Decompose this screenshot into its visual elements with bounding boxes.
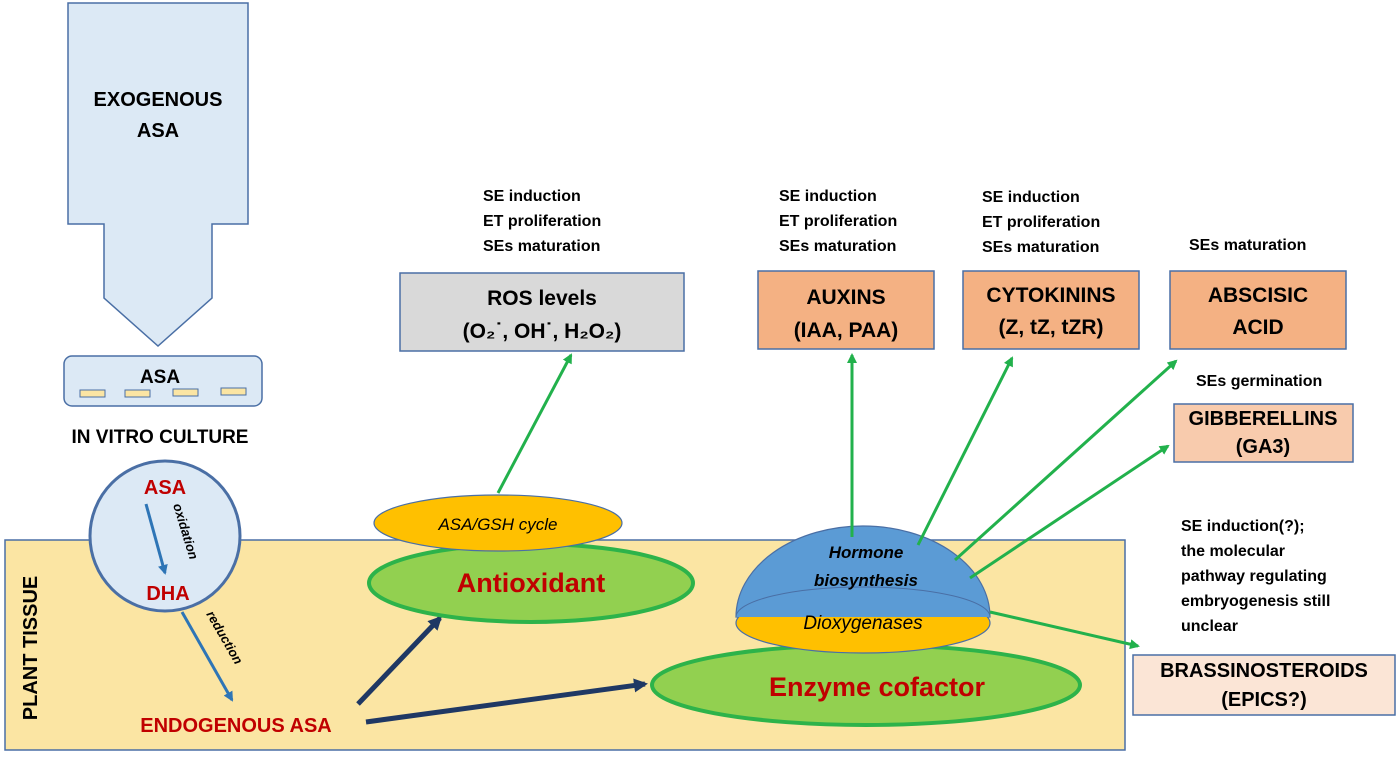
brassinosteroids-box [1132,654,1396,716]
gibberellins-effect: SEs germination [1196,373,1322,390]
ros-effect-3: SEs maturation [483,238,600,255]
cell-circle [88,459,242,613]
explant-1 [79,389,106,398]
explant-2 [124,389,151,398]
cell-dha-label: DHA [146,583,189,605]
culture-dish [63,355,263,407]
enzyme-cofactor-label: Enzyme cofactor [769,672,986,702]
ros-effect-1: SE induction [483,188,581,205]
oxidation-arrow [144,503,168,575]
ros-levels-box [399,272,685,352]
exogenous-asa-arrow [67,2,249,348]
in-vitro-culture-caption: IN VITRO CULTURE [72,427,249,448]
auxins-effect-2: ET proliferation [779,213,897,230]
auxins-sub: (IAA, PAA) [794,319,899,342]
ros-effect-2: ET proliferation [483,213,601,230]
cytokinins-effect-3: SEs maturation [982,239,1099,256]
hormone-dome-lower-edge [735,586,991,618]
brassinosteroids-sub: (EPICS?) [1221,689,1307,711]
asa-gsh-cycle-ellipse [373,494,623,552]
exogenous-label-line2: ASA [137,120,179,142]
asa-gsh-cycle-label: ASA/GSH cycle [437,515,557,534]
cell-asa-label: ASA [144,477,186,499]
green-arrow-to-cytokinins [916,356,1014,546]
auxins-effect-3: SEs maturation [779,238,896,255]
brassinosteroids-note-5: unclear [1181,618,1238,635]
auxins-effect-1: SE induction [779,188,877,205]
hormone-label-line2: biosynthesis [814,571,918,590]
endogenous-asa-label: ENDOGENOUS ASA [140,715,332,737]
dioxygenases-label: Dioxygenases [803,613,923,634]
explant-4 [220,387,247,396]
green-arrow-to-brassinosteroids [989,610,1140,650]
auxins-box [757,270,935,350]
plant-tissue-label: PLANT TISSUE [20,576,42,720]
green-arrow-to-abscisic [953,359,1178,562]
brassinosteroids-title: BRASSINOSTEROIDS [1160,660,1368,682]
brassinosteroids-note-3: pathway regulating [1181,568,1327,585]
explant-3 [172,388,199,397]
ros-title: ROS levels [487,287,597,310]
cytokinins-effect-1: SE induction [982,189,1080,206]
gibberellins-box [1173,403,1354,463]
brassinosteroids-note-1: SE induction(?); [1181,518,1305,535]
antioxidant-label: Antioxidant [457,568,606,598]
green-arrow-to-ros [496,353,573,494]
exogenous-label-line1: EXOGENOUS [94,89,223,111]
abscisic-title-2: ACID [1232,316,1283,339]
ros-formula: (O₂˙, OH˙, H₂O₂) [463,320,622,343]
brassinosteroids-note-4: embryogenesis still [1181,593,1330,610]
brassinosteroids-note-2: the molecular [1181,543,1285,560]
navy-arrow-to-enzyme [365,678,648,725]
cytokinins-sub: (Z, tZ, tZR) [999,316,1104,339]
abscisic-title-1: ABSCISIC [1208,284,1308,307]
hormone-label-line1: Hormone [829,543,904,562]
cytokinins-title: CYTOKININS [986,284,1115,307]
cytokinins-box [962,270,1140,350]
auxins-title: AUXINS [806,286,885,309]
cytokinins-effect-2: ET proliferation [982,214,1100,231]
dish-asa-label: ASA [140,367,180,388]
gibberellins-sub: (GA3) [1236,436,1290,458]
green-arrow-to-gibberellins [969,444,1170,580]
navy-arrow-to-antioxidant [356,615,443,706]
reduction-arrow [180,611,234,702]
abscisic-acid-box [1169,270,1347,350]
abscisic-effect: SEs maturation [1189,237,1306,254]
gibberellins-title: GIBBERELLINS [1189,408,1338,430]
